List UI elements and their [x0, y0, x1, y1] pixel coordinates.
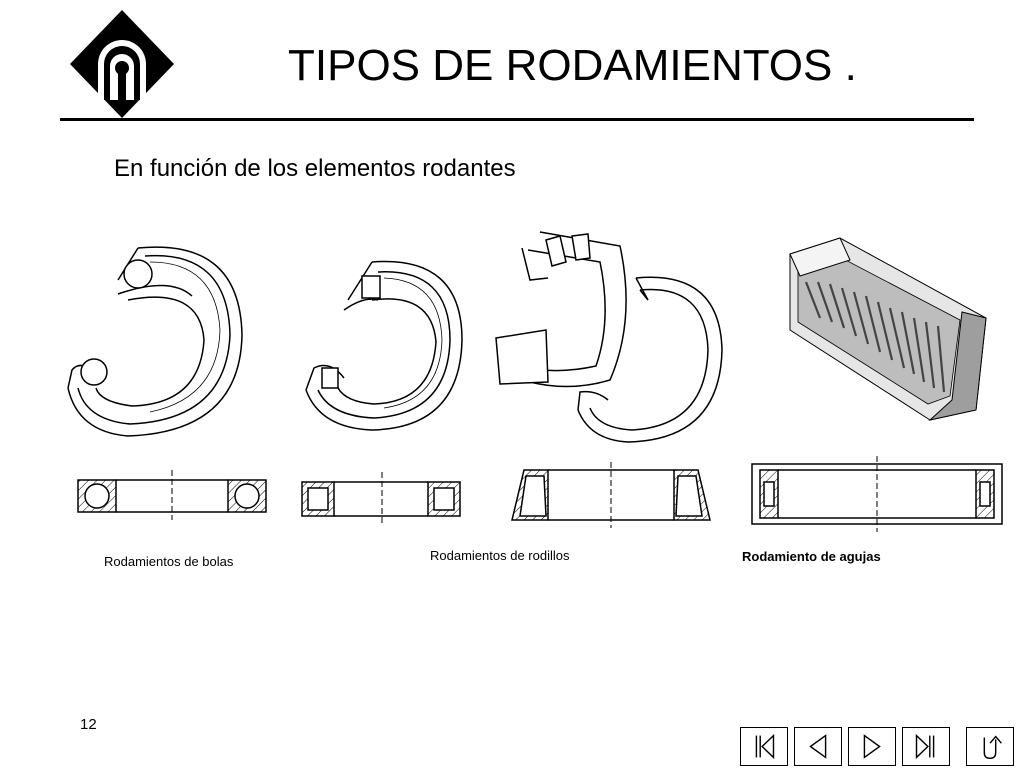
tapered-bearing-section	[511, 462, 711, 528]
last-slide-button[interactable]	[902, 727, 950, 766]
tapered-bearing-drawing	[495, 231, 723, 443]
ball-bearing-section	[77, 470, 267, 520]
first-slide-icon	[755, 733, 775, 760]
return-icon	[983, 735, 1002, 760]
caption-roller-bearings: Rodamientos de rodillos	[430, 548, 570, 563]
next-slide-button[interactable]	[848, 727, 896, 766]
ball-bearing-drawing	[67, 246, 243, 437]
roller-bearing-section	[301, 472, 461, 524]
title-divider	[60, 118, 974, 121]
slide-navigation	[740, 727, 1024, 768]
slide-subtitle: En función de los elementos rodantes	[114, 155, 516, 182]
page-number: 12	[80, 716, 97, 733]
previous-slide-button[interactable]	[794, 727, 842, 766]
slide-title: TIPOS DE RODAMIENTOS .	[288, 41, 857, 90]
previous-slide-icon	[809, 734, 827, 759]
next-slide-icon	[863, 734, 881, 759]
needle-bearing-section	[751, 456, 1003, 532]
needle-bearing-drawing	[789, 237, 987, 421]
last-slide-icon	[915, 733, 935, 760]
first-slide-button[interactable]	[740, 727, 788, 766]
caption-ball-bearings: Rodamientos de bolas	[104, 554, 234, 569]
roller-bearing-drawing	[305, 260, 463, 431]
return-button[interactable]	[966, 727, 1014, 766]
caption-needle-bearing: Rodamiento de agujas	[742, 549, 881, 564]
university-logo	[70, 10, 174, 118]
